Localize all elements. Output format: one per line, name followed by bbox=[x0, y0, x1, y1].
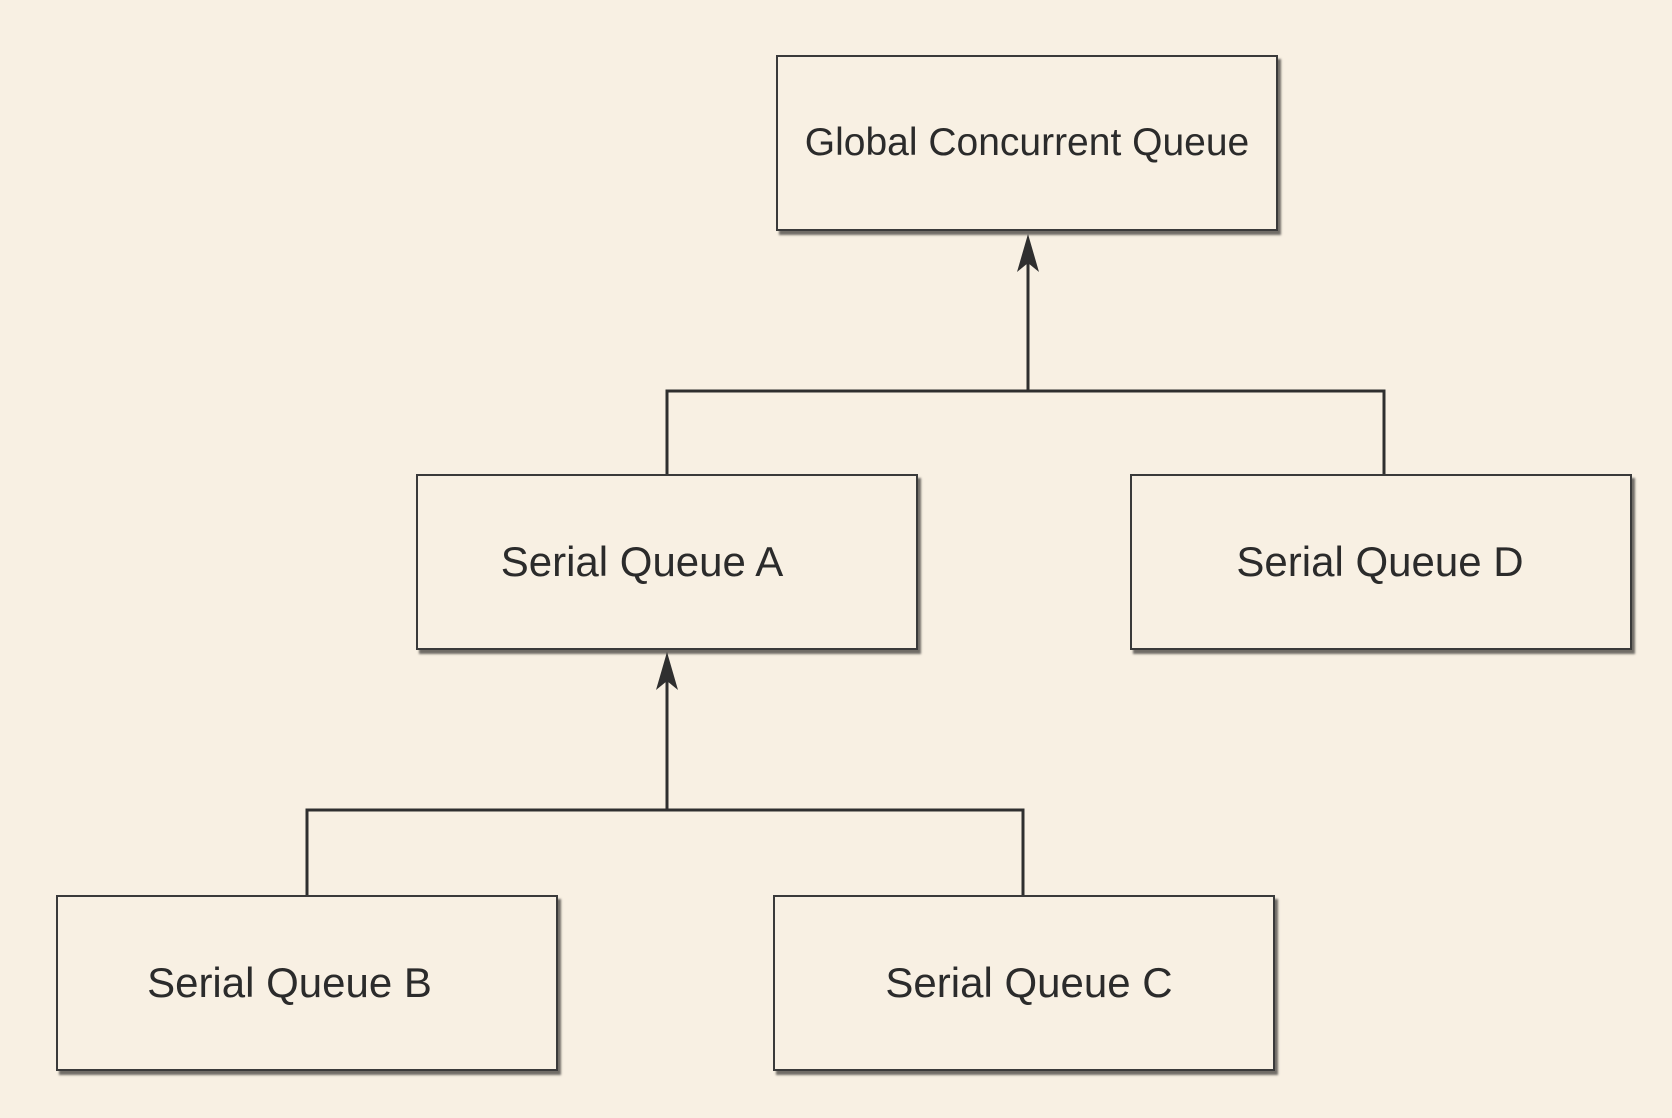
global-concurrent-queue-box: Global Concurrent Queue bbox=[776, 55, 1278, 231]
connector-d-to-merge bbox=[1028, 389, 1386, 474]
serial-queue-c-label: Serial Queue C bbox=[885, 959, 1173, 1006]
connector-c-to-merge bbox=[667, 808, 1025, 895]
serial-queue-b-box: Serial Queue B bbox=[56, 895, 558, 1071]
connector-a-to-merge bbox=[665, 389, 1028, 474]
arrowhead-to-global bbox=[1017, 234, 1039, 272]
serial-queue-d-label: Serial Queue D bbox=[1236, 538, 1524, 585]
arrowhead-to-a bbox=[656, 652, 678, 690]
serial-queue-b-label: Serial Queue B bbox=[147, 959, 432, 1006]
connector-b-to-merge bbox=[305, 808, 667, 895]
serial-queue-c-box: Serial Queue C bbox=[773, 895, 1275, 1071]
serial-queue-a-label: Serial Queue A bbox=[500, 538, 784, 585]
serial-queue-d-box: Serial Queue D bbox=[1130, 474, 1632, 650]
global-concurrent-queue-label: Global Concurrent Queue bbox=[804, 121, 1250, 164]
serial-queue-a-box: Serial Queue A bbox=[416, 474, 918, 650]
